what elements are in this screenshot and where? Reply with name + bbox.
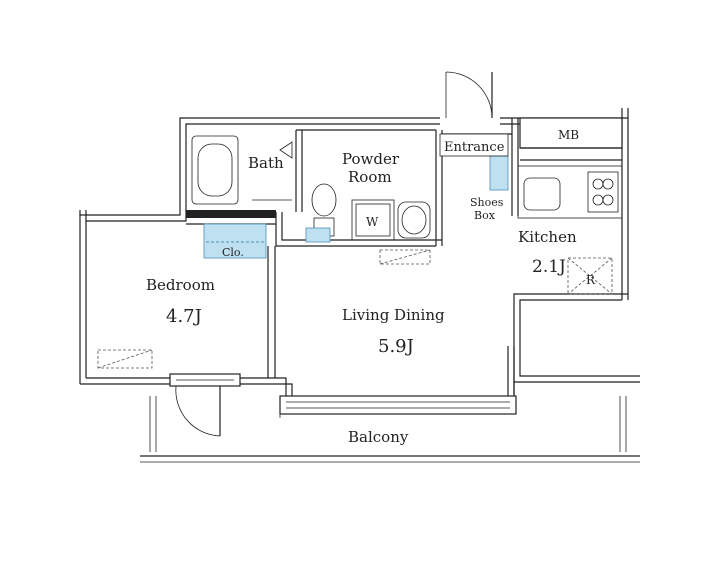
washer-label: W <box>366 215 379 229</box>
balcony-outline <box>140 396 640 463</box>
kitchen-size-label: 2.1J <box>532 257 566 277</box>
entrance-label: Entrance <box>444 140 505 155</box>
washbasin <box>397 201 431 239</box>
bedroom-size-label: 4.7J <box>166 306 202 327</box>
entrance-label-box <box>439 133 509 157</box>
mb-label: MB <box>558 128 579 142</box>
living-dining-size-label: 5.9J <box>378 336 414 357</box>
entrance-door <box>445 71 493 119</box>
balcony-label: Balcony <box>348 428 409 446</box>
shoes-box <box>489 155 509 191</box>
shoes-box-label-line2: Box <box>474 209 496 222</box>
closet-label: Clo. <box>222 246 244 259</box>
bedroom-label: Bedroom <box>146 276 215 294</box>
fridge-space <box>567 257 613 295</box>
washing-machine <box>351 199 395 241</box>
shoes-box-label-line1: Shoes <box>470 196 504 209</box>
kitchen-counter <box>517 165 623 219</box>
kitchen-label: Kitchen <box>518 228 577 246</box>
living-dining-label: Living Dining <box>342 306 445 324</box>
closet <box>203 223 267 259</box>
dashed-boxes <box>97 249 431 369</box>
bedroom-door <box>169 373 241 437</box>
bathtub <box>191 135 293 205</box>
powder-room-label-line1: Powder <box>342 150 400 168</box>
powder-room-label-line2: Room <box>348 168 392 186</box>
bath-label: Bath <box>248 154 284 172</box>
powder-storage <box>305 227 331 243</box>
outer-walls <box>79 108 640 415</box>
fridge-label: R <box>586 273 596 287</box>
